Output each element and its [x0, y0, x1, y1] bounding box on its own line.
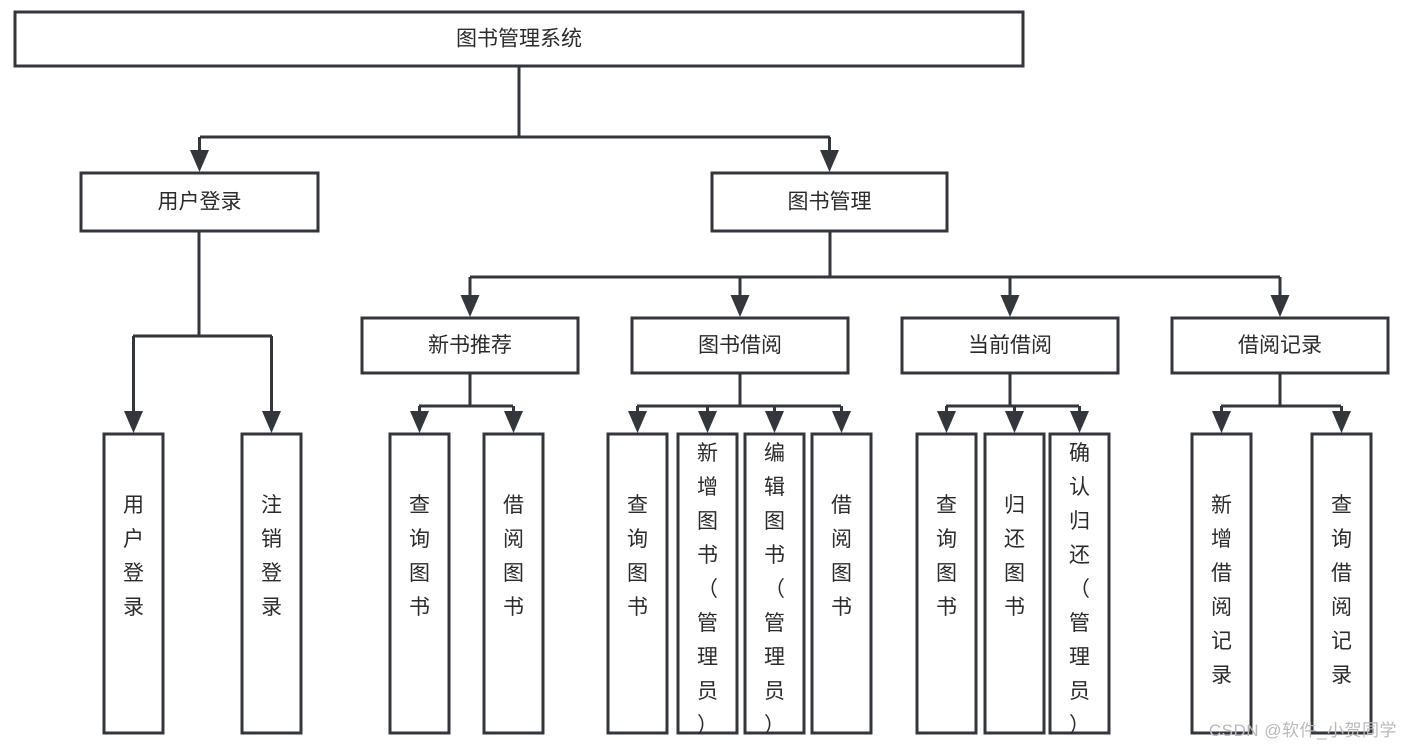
node-box-leaf-borrow-book-1 — [482, 432, 545, 735]
connector-bus-user-login-bus — [133, 231, 272, 338]
node-leaf-borrow-book-2[interactable]: 借阅图书 — [810, 432, 873, 735]
node-label-leaf-borrow-book-1: 借阅图书 — [503, 494, 524, 619]
node-label-borrow-record: 借阅记录 — [1238, 334, 1322, 357]
node-leaf-add-record[interactable]: 新增借阅记录 — [1190, 432, 1253, 735]
node-box-leaf-user-login — [102, 432, 165, 735]
node-label-leaf-user-login: 用户登录 — [123, 494, 144, 619]
node-leaf-edit-book[interactable]: 编辑图书（管理员） — [743, 432, 806, 737]
node-leaf-query-book-2[interactable]: 查询图书 — [606, 432, 669, 735]
node-box-leaf-add-book — [676, 432, 739, 735]
csdn-watermark: CSDN @软件_小贺同学 — [1208, 721, 1397, 740]
connector-book-manage-to-borrow-record — [1270, 277, 1290, 317]
connector-user-login-to-leaf-user-login — [124, 336, 143, 433]
node-book-borrow[interactable]: 图书借阅 — [630, 316, 850, 375]
connector-bus-book-borrow-bus — [637, 373, 841, 408]
node-leaf-query-book-1[interactable]: 查询图书 — [388, 432, 451, 735]
node-box-leaf-borrow-book-2 — [810, 432, 873, 735]
node-label-current-borrow: 当前借阅 — [968, 334, 1052, 357]
connector-book-borrow-to-leaf-query-book-2 — [628, 406, 647, 433]
node-label-new-book-recommend: 新书推荐 — [428, 334, 512, 357]
node-box-new-book-recommend — [360, 316, 580, 375]
node-box-current-borrow — [900, 316, 1120, 375]
connector-bus-new-book-bus — [419, 373, 513, 408]
node-box-leaf-confirm-return — [1048, 432, 1111, 735]
node-leaf-return-book[interactable]: 归还图书 — [983, 432, 1046, 735]
connector-book-borrow-to-leaf-add-book — [698, 406, 717, 433]
node-label-leaf-user-logout: 注销登录 — [261, 494, 282, 619]
connector-book-borrow-to-leaf-borrow-book-2 — [832, 406, 851, 433]
node-label-book-borrow: 图书借阅 — [698, 334, 782, 357]
connector-bus-borrow-record-bus — [1221, 373, 1341, 408]
node-label-leaf-borrow-book-2: 借阅图书 — [831, 494, 852, 619]
node-box-leaf-query-book-1 — [388, 432, 451, 735]
node-label-leaf-add-record: 新增借阅记录 — [1211, 494, 1232, 687]
node-leaf-user-logout[interactable]: 注销登录 — [240, 432, 303, 735]
node-book-manage[interactable]: 图书管理 — [710, 171, 949, 233]
node-user-login[interactable]: 用户登录 — [79, 171, 320, 233]
node-box-leaf-return-book — [983, 432, 1046, 735]
node-leaf-query-book-3[interactable]: 查询图书 — [915, 432, 978, 735]
node-current-borrow[interactable]: 当前借阅 — [900, 316, 1120, 375]
node-box-leaf-query-book-2 — [606, 432, 669, 735]
node-box-book-manage — [710, 171, 949, 233]
node-label-leaf-add-book: 新增图书（管理员） — [697, 442, 718, 737]
node-leaf-add-book[interactable]: 新增图书（管理员） — [676, 432, 739, 737]
node-box-root — [13, 10, 1025, 68]
node-label-user-login: 用户登录 — [158, 191, 242, 214]
connector-bus-root-bus — [200, 66, 830, 139]
node-label-leaf-query-record: 查询借阅记录 — [1331, 494, 1352, 687]
connector-current-borrow-to-leaf-query-book-3 — [937, 406, 956, 433]
node-box-leaf-query-book-3 — [915, 432, 978, 735]
node-box-leaf-user-logout — [240, 432, 303, 735]
node-box-borrow-record — [1170, 316, 1390, 375]
connector-new-book-recommend-to-leaf-query-book-1 — [410, 406, 429, 433]
connector-new-book-recommend-to-leaf-borrow-book-1 — [504, 406, 523, 433]
node-label-leaf-return-book: 归还图书 — [1004, 494, 1025, 619]
connector-book-manage-to-book-borrow — [730, 277, 750, 317]
node-label-leaf-edit-book: 编辑图书（管理员） — [764, 442, 785, 737]
connectors-layer — [124, 66, 1351, 433]
connector-root-to-user-login — [190, 137, 209, 172]
connector-book-manage-to-new-book-recommend — [460, 277, 480, 317]
connector-current-borrow-to-leaf-confirm-return — [1070, 406, 1089, 433]
node-label-book-manage: 图书管理 — [788, 191, 872, 214]
node-box-leaf-query-record — [1310, 432, 1373, 735]
node-label-leaf-query-book-1: 查询图书 — [409, 494, 430, 619]
nodes-layer: 图书管理系统用户登录图书管理新书推荐图书借阅当前借阅借阅记录用户登录注销登录查询… — [13, 10, 1390, 737]
connector-borrow-record-to-leaf-query-record — [1332, 406, 1351, 433]
connector-borrow-record-to-leaf-add-record — [1212, 406, 1231, 433]
connector-book-borrow-to-leaf-edit-book — [765, 406, 784, 433]
node-leaf-borrow-book-1[interactable]: 借阅图书 — [482, 432, 545, 735]
node-borrow-record[interactable]: 借阅记录 — [1170, 316, 1390, 375]
connector-bus-current-borrow-bus — [946, 373, 1079, 408]
connector-bus-book-manage-bus — [470, 231, 1280, 279]
node-box-user-login — [79, 171, 320, 233]
node-box-leaf-add-record — [1190, 432, 1253, 735]
connector-user-login-to-leaf-user-logout — [262, 336, 281, 433]
connector-book-manage-to-current-borrow — [1000, 277, 1020, 317]
connector-current-borrow-to-leaf-return-book — [1005, 406, 1024, 433]
node-box-leaf-edit-book — [743, 432, 806, 735]
node-new-book-recommend[interactable]: 新书推荐 — [360, 316, 580, 375]
node-label-leaf-query-book-2: 查询图书 — [627, 494, 648, 619]
connector-root-to-book-manage — [820, 137, 839, 172]
node-root[interactable]: 图书管理系统 — [13, 10, 1025, 68]
node-label-leaf-query-book-3: 查询图书 — [936, 494, 957, 619]
node-label-root: 图书管理系统 — [456, 28, 582, 51]
node-label-leaf-confirm-return: 确认归还（管理员） — [1069, 442, 1090, 737]
node-leaf-user-login[interactable]: 用户登录 — [102, 432, 165, 735]
node-leaf-query-record[interactable]: 查询借阅记录 — [1310, 432, 1373, 735]
node-leaf-confirm-return[interactable]: 确认归还（管理员） — [1048, 432, 1111, 737]
node-box-book-borrow — [630, 316, 850, 375]
